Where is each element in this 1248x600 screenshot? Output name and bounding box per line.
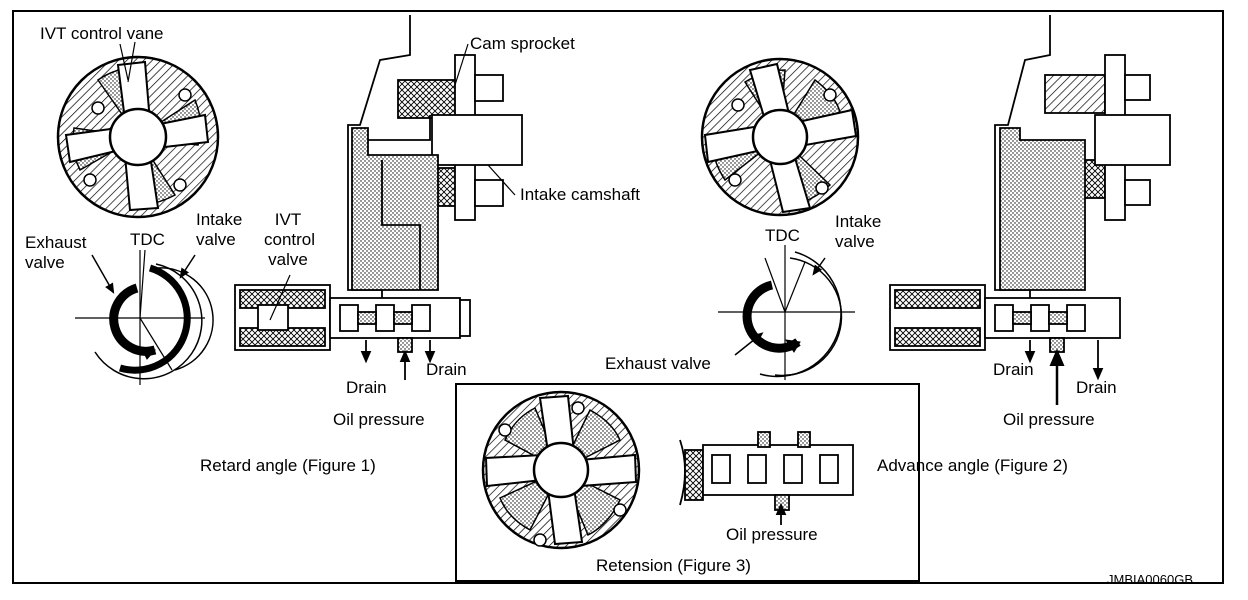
image-code: JMBIA0060GB [1107, 572, 1193, 587]
control-valve-fig3 [679, 431, 854, 525]
label-cam-sprocket: Cam sprocket [470, 34, 575, 53]
label-intake-valve-left-line1: Intake [196, 210, 243, 229]
label-intake-valve-right-line2: valve [835, 232, 875, 251]
label-ivt-control-valve-line2: control [264, 230, 316, 249]
label-exhaust-valve-left: Exhaust valve [25, 233, 86, 273]
label-intake-valve-right-line1: Intake [835, 212, 882, 231]
label-intake-valve-right: Intake valve [835, 212, 881, 252]
timing-diagram-fig2 [718, 245, 855, 380]
label-drain-left-1: Drain [346, 378, 387, 397]
label-ivt-control-vane: IVT control vane [40, 24, 164, 43]
control-valve-fig1 [234, 274, 471, 380]
label-drain-left-2: Drain [426, 360, 467, 379]
label-oil-pressure-left: Oil pressure [333, 410, 425, 429]
label-exhaust-valve-right: Exhaust valve [605, 354, 711, 373]
vane-rotor-fig3 [481, 390, 641, 550]
label-oil-pressure-right: Oil pressure [1003, 410, 1095, 429]
vane-rotor-fig2 [700, 57, 860, 217]
label-ivt-control-valve: IVT control valve [264, 210, 316, 270]
vane-rotor-fig1 [56, 41, 220, 219]
caption-advance-angle: Advance angle (Figure 2) [877, 456, 1068, 475]
label-exhaust-valve-left-line2: valve [25, 253, 65, 272]
label-intake-camshaft: Intake camshaft [520, 185, 641, 204]
label-intake-valve-left-line2: valve [196, 230, 236, 249]
diagram-frame [12, 10, 1224, 584]
label-tdc-left: TDC [130, 230, 165, 249]
camshaft-section-fig2 [994, 15, 1171, 300]
leader-lines-fig1 [119, 43, 516, 196]
caption-retard-angle: Retard angle (Figure 1) [200, 456, 376, 475]
label-oil-pressure-center: Oil pressure [726, 525, 818, 544]
label-exhaust-valve-left-line1: Exhaust [25, 233, 87, 252]
label-tdc-right: TDC [765, 226, 800, 245]
caption-retension: Retension (Figure 3) [596, 556, 751, 575]
timing-diagram-fig1 [75, 249, 214, 385]
label-ivt-control-valve-line1: IVT [274, 210, 302, 229]
retension-figure-box [455, 383, 920, 582]
label-intake-valve-left: Intake valve [196, 210, 242, 250]
label-drain-right-2: Drain [1076, 378, 1117, 397]
label-drain-right-1: Drain [993, 360, 1034, 379]
control-valve-fig2 [889, 284, 1121, 405]
label-ivt-control-valve-line3: valve [268, 250, 308, 269]
camshaft-section-fig1 [347, 15, 523, 305]
